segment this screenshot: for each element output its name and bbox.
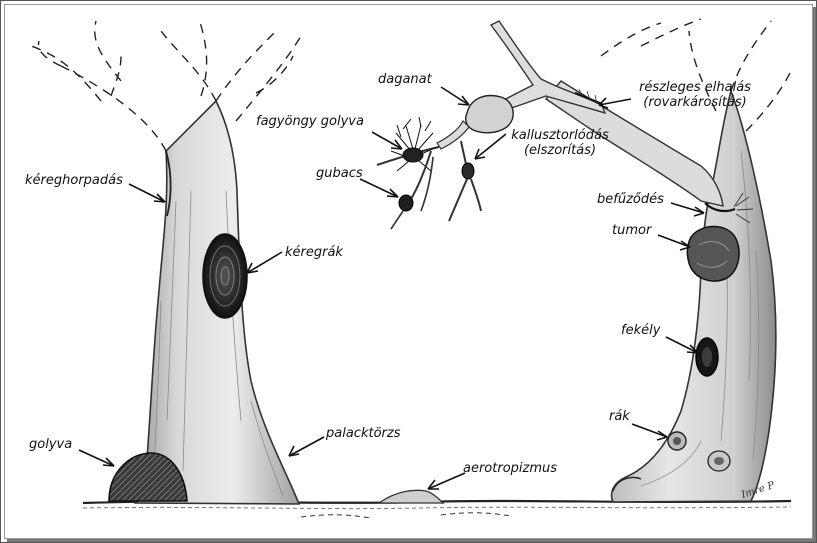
label-reszleges-elhalas-line1: részleges elhalás xyxy=(625,80,765,95)
label-aerotropizmus: aerotropizmus xyxy=(463,461,557,476)
label-rak: rák xyxy=(609,409,630,424)
label-keregrak: kéregrák xyxy=(285,245,343,260)
left-tree xyxy=(31,19,301,504)
branch xyxy=(377,21,605,229)
label-golyva: golyva xyxy=(29,437,72,452)
label-reszleges-elhalas-line2: (rovarkárosítás) xyxy=(625,95,765,110)
label-befuzodes: befűződés xyxy=(597,192,664,207)
label-kereghorpadas: kéreghorpadás xyxy=(25,173,123,188)
aerotropism-root xyxy=(379,490,443,503)
label-kallusztorlodas-line1: kallusztorlódás xyxy=(505,128,615,143)
label-fekely: fekély xyxy=(621,323,660,338)
canker-bark xyxy=(203,234,247,318)
label-tumor: tumor xyxy=(612,223,651,238)
label-kallusztorlodas-line2: (elszorítás) xyxy=(505,143,615,158)
label-reszleges-elhalas: részleges elhalás (rovarkárosítás) xyxy=(625,80,765,110)
label-gubacs: gubacs xyxy=(316,166,363,181)
label-palacktorzs: palacktörzs xyxy=(326,426,400,441)
label-kallusztorlodas: kallusztorlódás (elszorítás) xyxy=(505,128,615,158)
gall-shape xyxy=(399,195,413,211)
label-fagyongy-golyva: fagyöngy golyva xyxy=(256,114,364,129)
tumor-shape xyxy=(687,227,739,282)
label-daganat: daganat xyxy=(378,72,432,87)
